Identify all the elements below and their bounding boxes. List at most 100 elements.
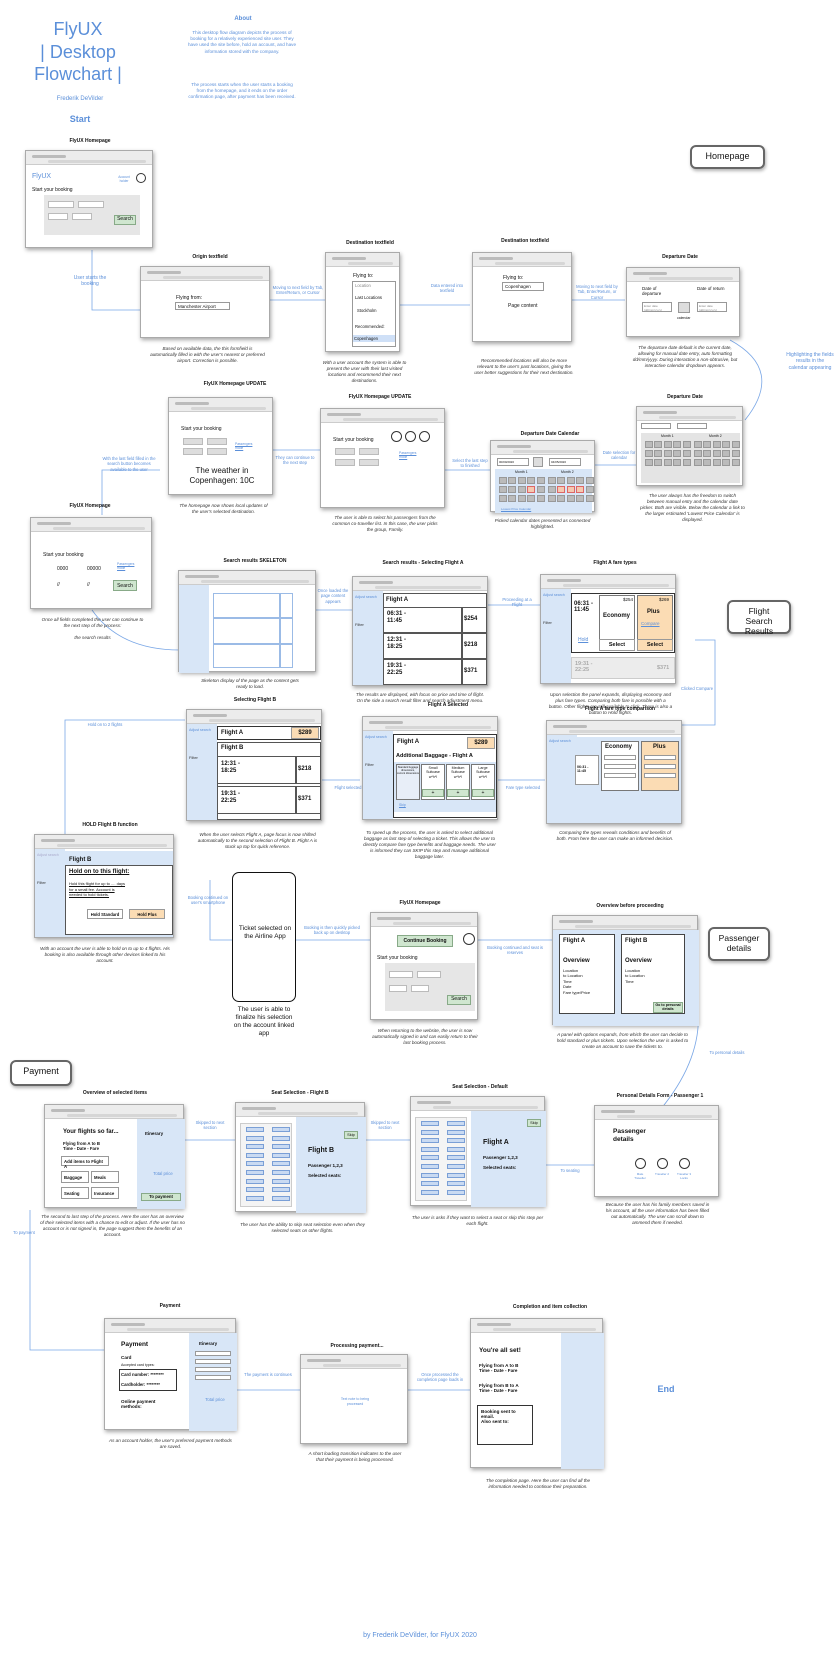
calendar-day[interactable]	[645, 441, 653, 448]
adjust-search[interactable]: Adjust search	[37, 853, 59, 857]
calendar-day[interactable]	[654, 450, 663, 457]
calendar-day[interactable]	[536, 486, 545, 493]
add-baggage-button[interactable]: +	[472, 789, 494, 797]
flight-row[interactable]	[383, 607, 487, 633]
filter-label[interactable]: Filter	[37, 879, 46, 885]
item-option[interactable]: Seating	[61, 1187, 89, 1199]
adjust-search[interactable]: Adjust search	[189, 728, 211, 732]
calendar-day[interactable]	[566, 486, 575, 493]
hold-plus-button[interactable]: Hold Plus	[129, 909, 165, 919]
calendar-day[interactable]	[722, 441, 731, 448]
list-item[interactable]: Last Locations	[355, 295, 383, 300]
seat[interactable]	[272, 1152, 290, 1158]
filter-label[interactable]: Filter	[543, 619, 552, 625]
calendar-day[interactable]	[576, 477, 585, 484]
calendar-day[interactable]	[548, 477, 556, 484]
list-item[interactable]: Stockholm	[357, 308, 377, 313]
calendar-day[interactable]	[508, 486, 517, 493]
seat[interactable]	[421, 1146, 439, 1152]
calendar-day[interactable]	[703, 450, 712, 457]
calendar-day[interactable]	[576, 486, 585, 493]
calendar-day[interactable]	[682, 441, 691, 448]
calendar-day[interactable]	[508, 477, 517, 484]
seat[interactable]	[246, 1195, 264, 1201]
seat[interactable]	[272, 1144, 290, 1150]
calendar-day[interactable]	[576, 495, 585, 502]
flight-row[interactable]	[217, 756, 321, 784]
seat[interactable]	[421, 1138, 439, 1144]
calendar-day[interactable]	[663, 450, 672, 457]
seat[interactable]	[421, 1172, 439, 1178]
seat[interactable]	[421, 1129, 439, 1135]
seat[interactable]	[246, 1161, 264, 1167]
destination-input[interactable]: Copenhagen	[502, 282, 544, 291]
seat[interactable]	[447, 1189, 465, 1195]
calendar-day[interactable]	[527, 477, 536, 484]
adjust-search[interactable]: Adjust search	[543, 593, 565, 597]
skip-button[interactable]: Skip	[344, 1131, 358, 1139]
search-button[interactable]: Search	[114, 215, 136, 225]
calendar-dropdown[interactable]: Month 1 Month 2	[641, 433, 740, 483]
add-baggage-button[interactable]: +	[422, 789, 444, 797]
calendar-day[interactable]	[517, 477, 526, 484]
calendar-day[interactable]	[703, 459, 712, 466]
seat[interactable]	[447, 1146, 465, 1152]
calendar-day[interactable]	[712, 450, 721, 457]
traveller-icon[interactable]	[635, 1158, 646, 1169]
seat[interactable]	[447, 1138, 465, 1144]
calendar-day[interactable]	[527, 495, 536, 502]
calendar-day[interactable]	[694, 450, 702, 457]
hold-standard-button[interactable]: Hold Standard	[87, 909, 123, 919]
seat[interactable]	[421, 1164, 439, 1169]
seat[interactable]	[272, 1195, 290, 1201]
to-payment-button[interactable]: To payment	[141, 1193, 181, 1201]
passengers-link[interactable]: Passengers mode	[235, 442, 253, 450]
seat[interactable]	[246, 1170, 264, 1175]
calendar-day[interactable]	[673, 450, 682, 457]
calendar-day[interactable]	[548, 495, 556, 502]
seat[interactable]	[447, 1155, 465, 1161]
calendar-day[interactable]	[499, 477, 507, 484]
select-button[interactable]: Select	[599, 639, 635, 651]
hold-link[interactable]: Hold	[578, 637, 589, 643]
seat[interactable]	[272, 1187, 290, 1193]
adjust-search[interactable]: Adjust search	[365, 735, 387, 739]
calendar-day[interactable]	[645, 459, 653, 466]
adjust-search[interactable]: Adjust search	[355, 595, 377, 599]
calendar-day[interactable]	[557, 477, 566, 484]
calendar-day[interactable]	[585, 486, 594, 493]
calendar-day[interactable]	[673, 459, 682, 466]
item-option[interactable]: Insurance	[91, 1187, 119, 1199]
skip-button[interactable]: Skip	[527, 1119, 541, 1127]
passenger-icon[interactable]	[419, 431, 430, 442]
traveller-icon[interactable]	[679, 1158, 690, 1169]
calendar-day[interactable]	[712, 459, 721, 466]
seat[interactable]	[421, 1155, 439, 1161]
calendar-day[interactable]	[654, 441, 663, 448]
seat[interactable]	[246, 1187, 264, 1193]
add-items-box[interactable]: Add items to Flight A	[61, 1156, 109, 1169]
seat[interactable]	[272, 1178, 290, 1184]
seat[interactable]	[272, 1161, 290, 1167]
continue-booking-button[interactable]: Continue Booking	[397, 935, 453, 947]
seat[interactable]	[246, 1178, 264, 1184]
cardholder[interactable]: Cardholder: ********	[121, 1382, 160, 1387]
filter-label[interactable]: Filter	[355, 621, 364, 627]
avatar[interactable]	[463, 933, 475, 945]
seat[interactable]	[421, 1189, 439, 1195]
avatar[interactable]	[136, 173, 146, 183]
calendar-day[interactable]	[585, 477, 594, 484]
personal-details-button[interactable]: Go to personal details	[653, 1002, 683, 1013]
calendar-day[interactable]	[663, 459, 672, 466]
calendar-day[interactable]	[682, 459, 691, 466]
calendar-day[interactable]	[499, 495, 507, 502]
calendar-day[interactable]	[682, 450, 691, 457]
lowest-price-link[interactable]: Lowest Price Calendar	[501, 507, 532, 511]
seat[interactable]	[272, 1127, 290, 1132]
list-item[interactable]: Location	[355, 283, 371, 288]
calendar-day[interactable]	[654, 459, 663, 466]
calendar-day[interactable]	[527, 486, 536, 493]
calendar-day[interactable]	[731, 450, 740, 457]
calendar-day[interactable]	[557, 495, 566, 502]
calendar-day[interactable]	[585, 495, 594, 502]
